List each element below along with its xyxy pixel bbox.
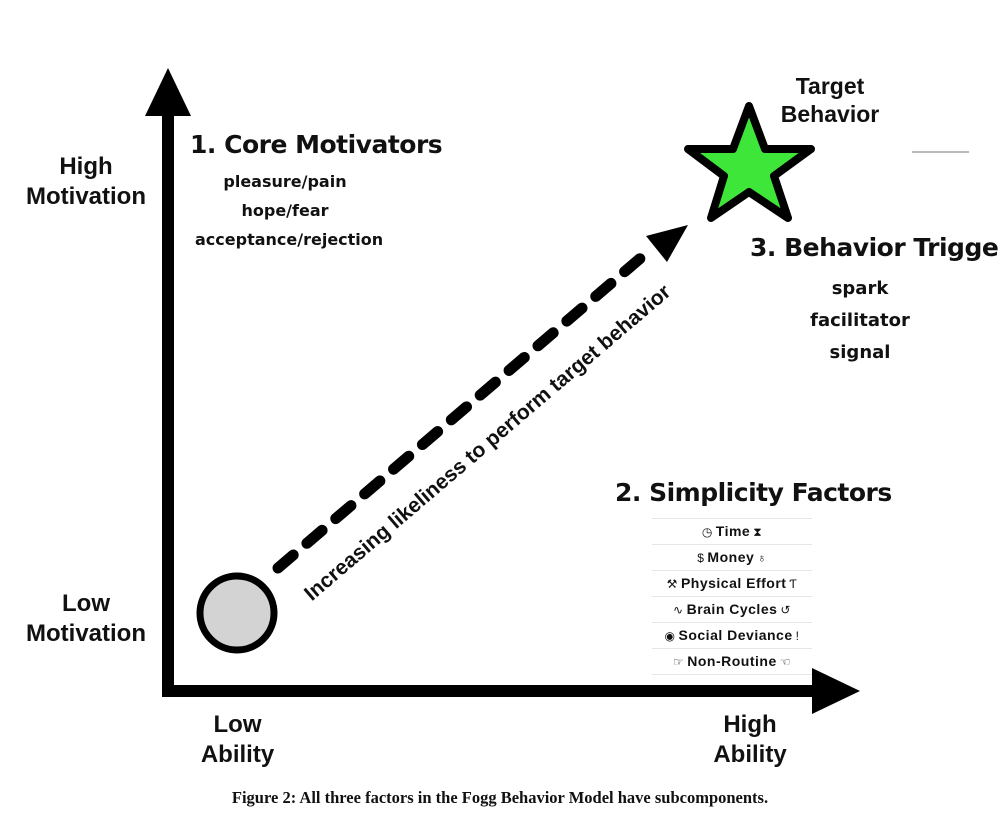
hand-point-right-icon: ☜ — [779, 655, 791, 669]
high-motivation-line1: High — [59, 153, 113, 180]
behavior-triggers-list: spark facilitator signal — [800, 278, 920, 363]
factor-label: Brain Cycles — [686, 601, 778, 617]
cycle-icon: ↺ — [780, 603, 791, 617]
core-motivators-title: 1. Core Motivators — [190, 130, 443, 159]
target-behavior-label: Target Behavior — [760, 72, 900, 128]
x-axis-arrowhead-icon — [812, 668, 860, 714]
simplicity-factors-title: 2. Simplicity Factors — [615, 478, 892, 507]
high-motivation-label: High Motivation — [20, 152, 152, 212]
factor-row-money: $Money♁ — [652, 544, 812, 570]
high-ability-label: High Ability — [700, 710, 800, 770]
dashed-arrowhead-icon — [646, 225, 688, 262]
factor-row-social-deviance: ◉Social Deviance! — [652, 622, 812, 648]
high-ability-line2: Ability — [713, 741, 787, 768]
low-ability-label: Low Ability — [190, 710, 285, 770]
clock-icon: ◷ — [701, 525, 713, 539]
exclamation-icon: ! — [795, 629, 800, 643]
behavior-trigger-item: signal — [829, 342, 891, 363]
figure-caption: Figure 2: All three factors in the Fogg … — [231, 788, 769, 807]
tools-icon: ⚒ — [666, 577, 678, 591]
factor-label: Time — [715, 523, 751, 539]
factor-label: Social Deviance — [678, 627, 793, 643]
brain-squiggle-icon: ∿ — [673, 603, 684, 617]
money-bag-icon: ♁ — [757, 551, 767, 565]
low-ability-line2: Ability — [200, 741, 275, 768]
factor-row-brain-cycles: ∿Brain Cycles↺ — [652, 596, 812, 622]
behavior-trigger-item: facilitator — [810, 310, 910, 331]
core-motivator-item: pleasure/pain — [223, 172, 347, 191]
start-circle — [196, 572, 278, 654]
x-axis — [162, 668, 860, 714]
core-motivator-item: hope/fear — [241, 201, 329, 220]
low-motivation-label: Low Motivation — [20, 589, 152, 649]
eye-icon: ◉ — [664, 629, 676, 643]
target-behavior-line2: Behavior — [780, 101, 880, 127]
behavior-trigger-item: spark — [831, 278, 889, 299]
low-motivation-line2: Motivation — [26, 620, 146, 647]
target-behavior-line1: Target — [795, 73, 865, 99]
target-star-icon — [684, 102, 815, 222]
hand-point-icon: ☞ — [672, 655, 685, 669]
likeliness-arrow — [272, 225, 688, 574]
dumbbell-icon: Ƭ — [789, 577, 798, 591]
y-axis — [145, 68, 191, 697]
core-motivator-item: acceptance/rejection — [195, 230, 384, 249]
y-axis-arrowhead-icon — [145, 68, 191, 116]
factor-label: Non-Routine — [687, 653, 777, 669]
hourglass-icon: ⧗ — [753, 525, 763, 539]
high-motivation-line2: Motivation — [26, 183, 146, 210]
low-motivation-line1: Low — [62, 590, 110, 617]
low-ability-line1: Low — [213, 711, 262, 738]
factor-label: Money — [707, 549, 755, 565]
factor-row-time: ◷Time⧗ — [652, 518, 812, 544]
factor-label: Physical Effort — [680, 575, 787, 591]
dollar-icon: $ — [697, 551, 705, 565]
core-motivators-list: pleasure/pain hope/fear acceptance/rejec… — [195, 172, 384, 259]
behavior-triggers-title: 3. Behavior Triggers — [750, 233, 1000, 262]
high-ability-line1: High — [723, 711, 777, 738]
factor-row-non-routine: ☞Non-Routine☜ — [652, 648, 812, 675]
